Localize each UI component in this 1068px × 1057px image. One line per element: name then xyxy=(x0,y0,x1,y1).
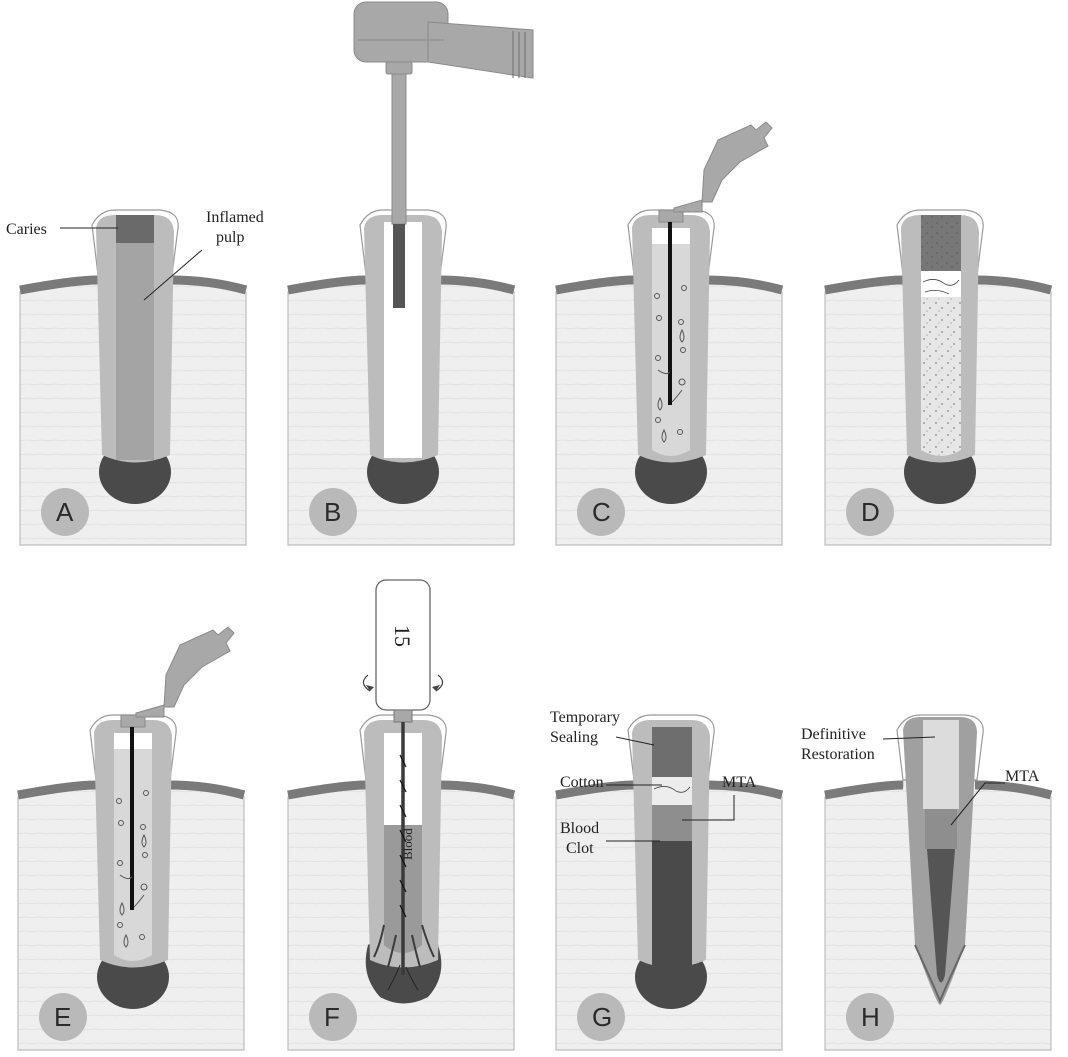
panel-h: Definitive Restoration MTA H xyxy=(801,715,1051,1050)
mta-plug xyxy=(925,809,957,849)
temporary-seal xyxy=(921,215,961,271)
temporary-seal xyxy=(652,727,692,777)
blood-clot xyxy=(652,841,692,970)
definitive-restoration xyxy=(923,720,959,809)
drill-bit xyxy=(393,224,405,308)
panel-letter: D xyxy=(861,497,880,527)
caries-label: Caries xyxy=(6,221,47,238)
panel-e: E xyxy=(18,627,244,1050)
caries-area xyxy=(116,215,154,243)
irrigation-syringe xyxy=(121,627,234,727)
panel-letter: E xyxy=(54,1002,71,1032)
mta-label: MTA xyxy=(1005,768,1040,785)
medicament-paste xyxy=(921,297,961,456)
inflamed-label-line2: pulp xyxy=(216,229,244,246)
definitive-label-line2: Restoration xyxy=(801,746,875,763)
panel-g: Temporary Sealing Cotton MTA Blood Clot … xyxy=(550,709,782,1050)
temporary-label-line2: Sealing xyxy=(550,729,598,746)
blood-clot-label-line2: Clot xyxy=(566,840,594,857)
panel-c: C xyxy=(556,122,782,545)
panel-d: D xyxy=(825,210,1051,545)
cotton-label: Cotton xyxy=(560,774,604,791)
mta-layer xyxy=(652,805,692,841)
handpiece-shank xyxy=(392,74,406,224)
panel-letter: G xyxy=(592,1002,612,1032)
handpiece-body xyxy=(428,22,533,78)
panel-a: Caries Inflamed pulp A xyxy=(6,209,264,545)
panel-letter: H xyxy=(861,1002,880,1032)
panel-letter: F xyxy=(324,1002,340,1032)
panel-letter: B xyxy=(324,497,341,527)
panel-b: B xyxy=(288,2,533,545)
panel-letter: A xyxy=(56,497,74,527)
handpiece-collar xyxy=(386,62,412,74)
blood-label: Blood xyxy=(400,828,415,860)
irrigation-syringe xyxy=(659,122,772,222)
blood-clot-label-line1: Blood xyxy=(560,820,599,837)
pulp-canal xyxy=(116,232,154,460)
mta-label: MTA xyxy=(722,774,757,791)
inflamed-label-line1: Inflamed xyxy=(206,209,264,226)
panel-f: 15 Blood F xyxy=(288,580,514,1050)
definitive-label-line1: Definitive xyxy=(801,726,866,743)
temporary-label-line1: Temporary xyxy=(550,709,620,726)
panel-letter: C xyxy=(592,497,611,527)
file-size-label: 15 xyxy=(390,625,415,647)
